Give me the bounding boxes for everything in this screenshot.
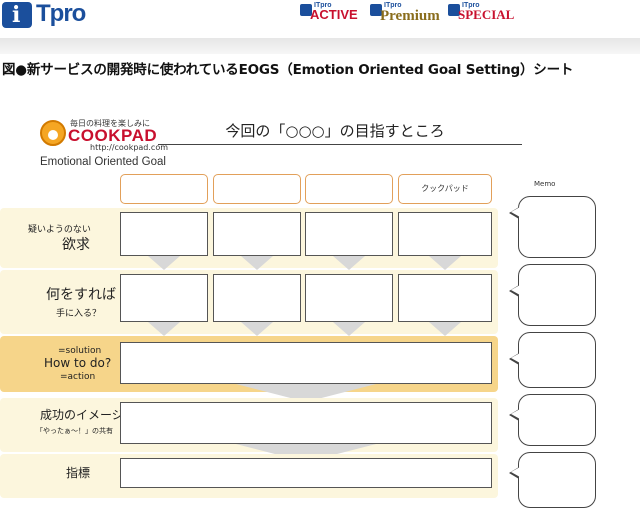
method-label: 何をすれば bbox=[46, 287, 116, 303]
image-sub-label: 「やったぁ〜！」の共有 bbox=[36, 427, 113, 435]
down-arrow bbox=[241, 322, 273, 336]
header-cell: クックパッド bbox=[398, 174, 492, 204]
logo-letter: i bbox=[12, 2, 21, 28]
desire-sub-label: 疑いようのない bbox=[28, 225, 91, 235]
header-divider-band bbox=[0, 38, 640, 54]
memo-bubble bbox=[509, 394, 596, 446]
sheet-title: 今回の「○○○」の目指すところ bbox=[225, 122, 445, 140]
itpro-badge-icon bbox=[448, 4, 460, 16]
itpro-badge-icon bbox=[370, 4, 382, 16]
header-cell bbox=[213, 174, 301, 204]
cookpad-url: http://cookpad.com bbox=[90, 143, 169, 152]
nav-label-active: ACTIVE bbox=[310, 7, 358, 22]
memo-bubble bbox=[509, 452, 596, 508]
nav-small-label: ITpro bbox=[384, 2, 402, 9]
cookpad-name: COOKPAD bbox=[68, 126, 158, 145]
image-box bbox=[120, 402, 492, 444]
memo-bubble bbox=[509, 264, 596, 326]
figure-caption: 図●新サービスの開発時に使われているEOGS（Emotion Oriented … bbox=[2, 62, 574, 78]
down-arrow bbox=[148, 322, 180, 336]
metric-label: 指標 bbox=[66, 466, 91, 480]
desire-cell bbox=[120, 212, 208, 256]
chef-hat-icon bbox=[40, 120, 66, 146]
desire-label: 欲求 bbox=[62, 237, 90, 253]
memo-bubble bbox=[509, 196, 596, 258]
nav-small-label: ITpro bbox=[462, 2, 480, 9]
method-cell bbox=[305, 274, 393, 322]
cookpad-logo: 毎日の料理を楽しみに COOKPAD http://cookpad.com Em… bbox=[40, 118, 168, 170]
header-cell bbox=[120, 174, 208, 204]
howto-label: How to do? bbox=[44, 356, 112, 370]
nav-label-premium: Premium bbox=[380, 8, 440, 24]
down-arrow bbox=[241, 256, 273, 270]
header-cell bbox=[305, 174, 393, 204]
solution-label: =solution bbox=[58, 346, 102, 356]
method-sub-label: 手に入る？ bbox=[56, 309, 102, 319]
desire-cell bbox=[305, 212, 393, 256]
title-underline bbox=[158, 144, 522, 145]
action-label: =action bbox=[60, 372, 96, 382]
method-cell bbox=[398, 274, 492, 322]
down-arrow bbox=[429, 256, 461, 270]
method-cell bbox=[120, 274, 208, 322]
itpro-logo-text[interactable]: Tpro bbox=[36, 0, 86, 27]
site-header: i Tpro ITpro ACTIVE ITpro Premium ITpro … bbox=[0, 0, 640, 38]
itpro-badge-icon bbox=[300, 4, 312, 16]
method-cell bbox=[213, 274, 301, 322]
memo-bubble bbox=[509, 332, 596, 388]
itpro-logo-mark[interactable]: i bbox=[2, 2, 32, 28]
nav-small-label: ITpro bbox=[314, 2, 332, 9]
cookpad-tagline: 毎日の料理を楽しみに bbox=[70, 119, 150, 128]
metric-box bbox=[120, 458, 492, 488]
eogs-sheet: 毎日の料理を楽しみに COOKPAD http://cookpad.com Em… bbox=[0, 108, 640, 510]
down-arrow bbox=[148, 256, 180, 270]
howto-box bbox=[120, 342, 492, 384]
down-arrow bbox=[333, 322, 365, 336]
desire-cell bbox=[398, 212, 492, 256]
memo-label: Memo bbox=[534, 180, 556, 188]
desire-cell bbox=[213, 212, 301, 256]
cookpad-subtitle: Emotional Oriented Goal bbox=[40, 156, 166, 168]
image-label: 成功のイメージ bbox=[40, 408, 124, 422]
down-arrow bbox=[429, 322, 461, 336]
down-arrow bbox=[333, 256, 365, 270]
merge-arrow bbox=[236, 384, 376, 402]
nav-label-special: SPECIAL bbox=[458, 7, 515, 22]
